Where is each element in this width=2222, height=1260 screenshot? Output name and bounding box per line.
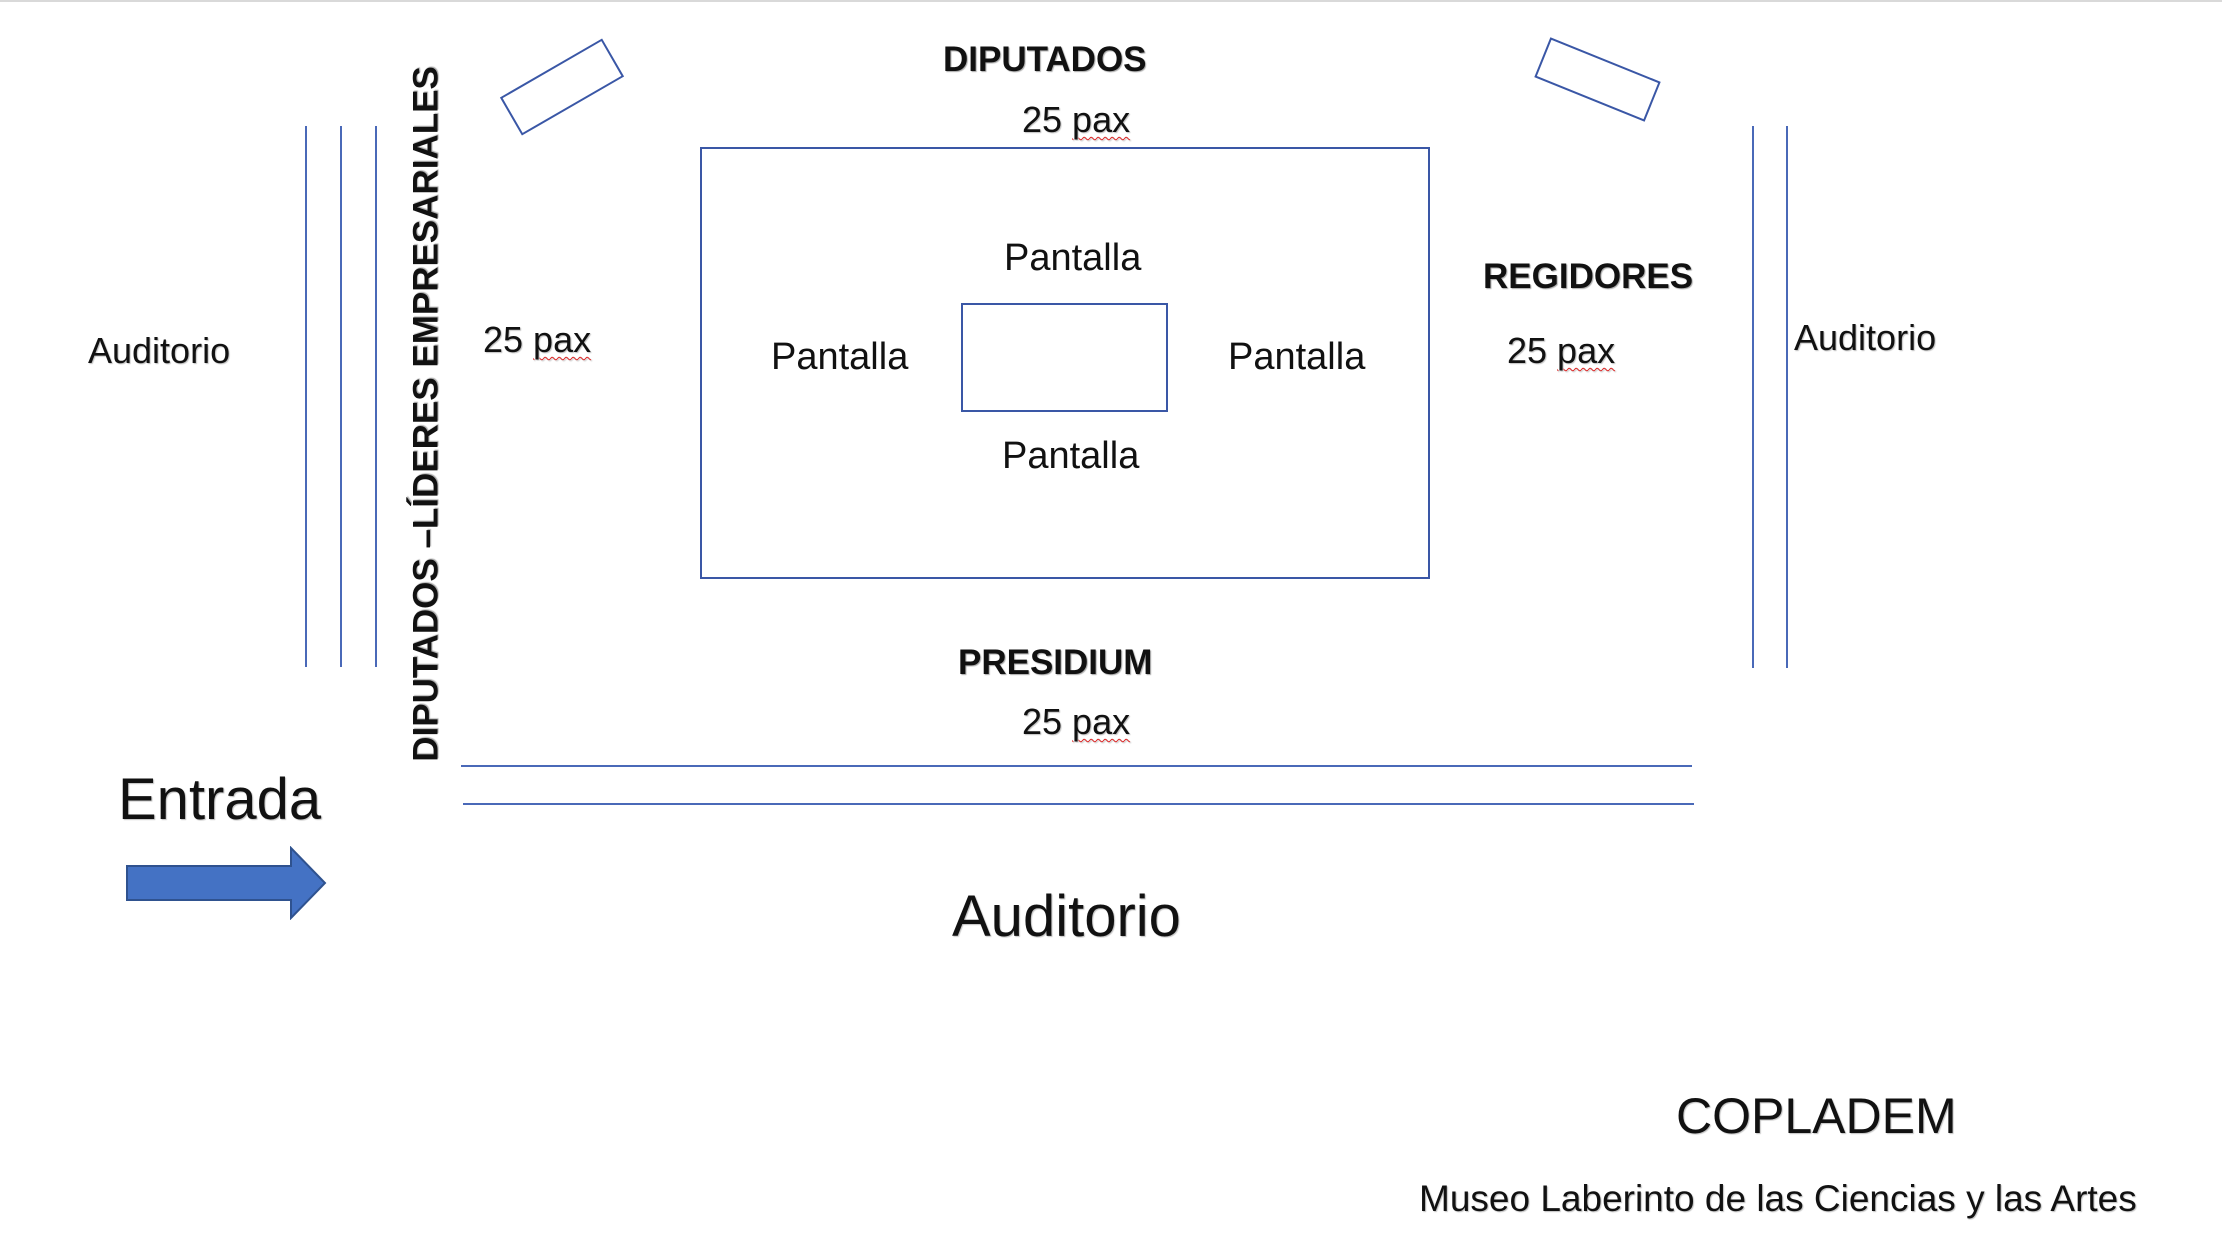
spellcheck-word: pax	[533, 319, 592, 360]
left-divider-line	[340, 126, 342, 667]
diputados-label: DIPUTADOS	[943, 40, 1147, 79]
pantalla-left: Pantalla	[771, 336, 909, 378]
presidium-line	[463, 803, 1694, 805]
presidium-label: PRESIDIUM	[958, 643, 1153, 682]
pantalla-right: Pantalla	[1228, 336, 1366, 378]
auditorio-left: Auditorio	[88, 330, 231, 371]
left-divider-line	[375, 126, 377, 667]
center-screen	[961, 303, 1168, 412]
left-divider-line	[305, 126, 307, 667]
copladem-label: COPLADEM	[1676, 1088, 1957, 1144]
auditorio-right: Auditorio	[1794, 317, 1937, 358]
right-divider-line	[1786, 126, 1788, 668]
pantalla-bottom: Pantalla	[1002, 435, 1140, 477]
diputados-pax: 25 pax	[1022, 99, 1131, 140]
left-pax: 25 pax	[483, 319, 592, 360]
spellcheck-word: pax	[1072, 99, 1131, 140]
auditorio-bottom: Auditorio	[952, 884, 1181, 949]
corner-table-right	[1534, 37, 1661, 122]
presidium-pax: 25 pax	[1022, 701, 1131, 742]
right-divider-line	[1752, 126, 1754, 668]
corner-table-left	[499, 38, 625, 136]
spellcheck-word: pax	[1557, 330, 1616, 371]
top-border	[0, 0, 2222, 2]
pantalla-top: Pantalla	[1004, 237, 1142, 279]
arrow-right-icon	[126, 846, 327, 920]
regidores-label: REGIDORES	[1483, 257, 1694, 296]
diputados-lideres-label: DIPUTADOS –LÍDERES EMPRESARIALES	[406, 66, 446, 762]
regidores-pax: 25 pax	[1507, 330, 1616, 371]
presidium-line	[461, 765, 1692, 767]
museo-label: Museo Laberinto de las Ciencias y las Ar…	[1419, 1178, 2137, 1219]
spellcheck-word: pax	[1072, 701, 1131, 742]
entrada-label: Entrada	[118, 767, 322, 832]
